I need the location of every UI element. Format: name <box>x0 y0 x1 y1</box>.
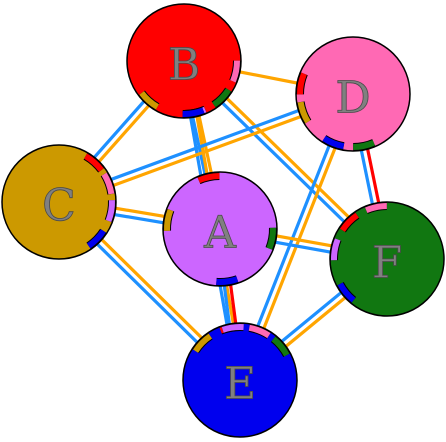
node-F: F <box>329 201 445 317</box>
node-B-label: B <box>168 40 200 91</box>
node-F-port-D <box>365 203 387 214</box>
node-E-port-F <box>271 336 290 357</box>
node-B-port-F <box>212 87 232 108</box>
node-B: B <box>126 3 242 119</box>
node-A-port-E <box>216 276 239 285</box>
node-D-port-F <box>353 139 375 150</box>
node-D: D <box>295 36 411 152</box>
node-B-port-D <box>230 60 240 83</box>
node-A-port-B <box>197 173 220 184</box>
node-D-label: D <box>335 73 370 124</box>
node-E: E <box>182 322 298 438</box>
node-E-label: E <box>224 359 256 410</box>
node-F-port-B <box>339 212 359 233</box>
node-E-port-A <box>221 324 244 333</box>
node-B-port-E <box>182 107 205 117</box>
node-D-port-C <box>297 101 311 124</box>
node-A: A <box>162 171 278 287</box>
node-E-port-C <box>193 333 213 353</box>
node-C-port-E <box>86 229 106 249</box>
nodes-layer: B D C A F E <box>1 3 445 438</box>
node-E-port-D <box>248 324 271 339</box>
node-C-port-B <box>83 153 104 173</box>
node-C-label: C <box>42 181 76 232</box>
node-F-port-E <box>337 282 356 303</box>
node-F-label: F <box>372 238 403 289</box>
node-A-port-F <box>266 227 276 250</box>
node-C-port-A <box>105 200 115 223</box>
node-A-port-C <box>164 208 174 231</box>
node-F-port-A <box>331 238 341 261</box>
node-B-port-C <box>139 90 160 110</box>
node-D-port-E <box>322 135 345 150</box>
node-A-label: A <box>203 208 237 259</box>
node-C: C <box>1 144 117 260</box>
node-C-port-D <box>101 172 115 195</box>
node-D-port-B <box>297 72 307 95</box>
